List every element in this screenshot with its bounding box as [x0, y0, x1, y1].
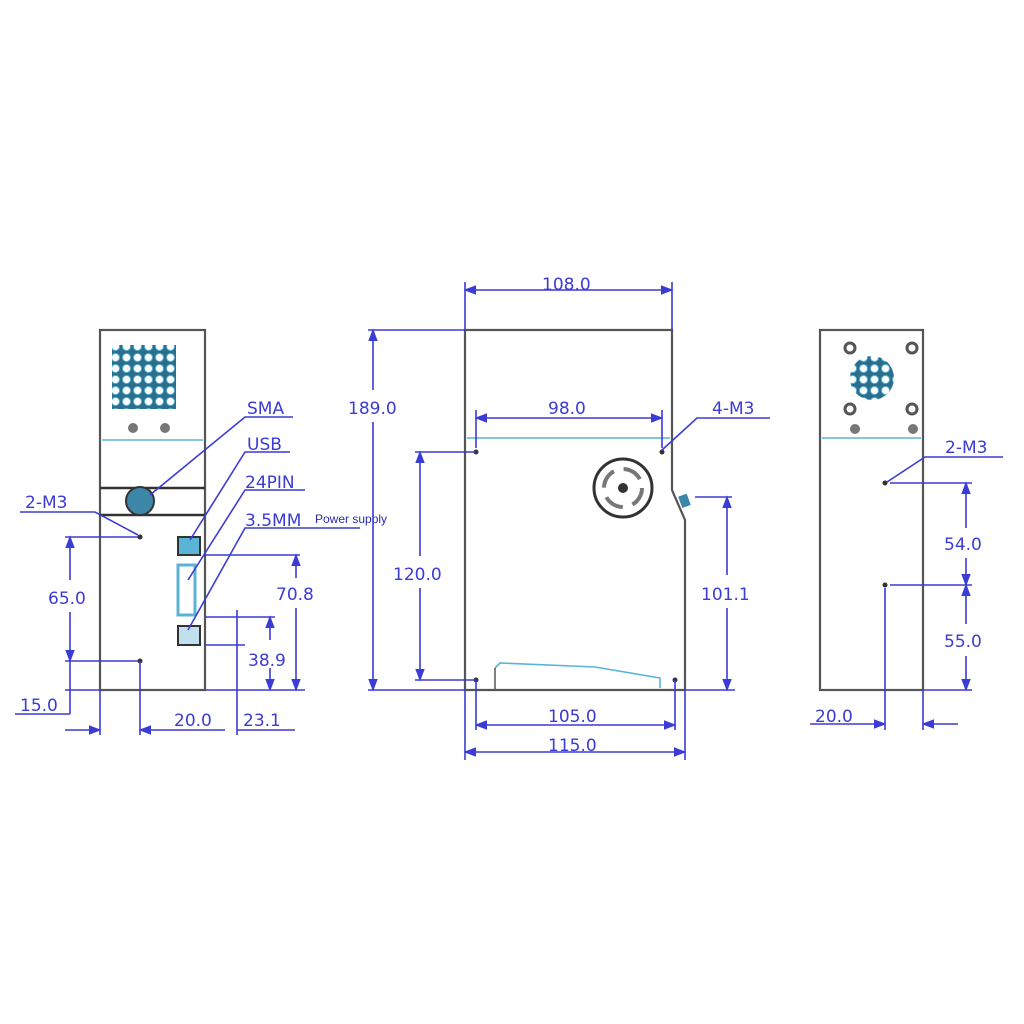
front-view: 108.0 189.0 98.0 4-M3 120.0 101.1 105.0 … [348, 275, 770, 760]
dim-23-1: 23.1 [243, 711, 281, 731]
dim-15: 15.0 [20, 696, 58, 716]
dim-105: 105.0 [548, 707, 597, 727]
vent-grille-icon [112, 345, 176, 409]
dim-101-1: 101.1 [701, 585, 750, 605]
24pin-label: 24PIN [245, 473, 295, 493]
screw-icon [160, 423, 170, 433]
power-supply-label: Power supply [315, 512, 387, 526]
usb-label: USB [247, 435, 282, 455]
dim-38-9: 38.9 [248, 651, 286, 671]
left-side-view: SMA USB 24PIN 3.5MM Power supply 2-M3 65… [15, 328, 387, 735]
dim-189: 189.0 [348, 399, 397, 419]
dim-70-8: 70.8 [276, 585, 314, 605]
dim-65: 65.0 [48, 589, 86, 609]
vent-grille-icon [850, 356, 894, 400]
dim-98: 98.0 [548, 399, 586, 419]
3-5mm-label: 3.5MM [245, 511, 301, 531]
24pin-connector-icon [176, 563, 197, 617]
power-jack-icon [177, 625, 201, 646]
dim-55: 55.0 [944, 632, 982, 652]
right-side-view: 2-M3 54.0 55.0 20.0 [810, 328, 1003, 730]
dim-20: 20.0 [174, 711, 212, 731]
right-dim-20: 20.0 [815, 707, 853, 727]
2-m3-label: 2-M3 [25, 493, 67, 513]
dim-108: 108.0 [542, 275, 591, 295]
connector-icon [678, 493, 691, 509]
sma-connector-icon [125, 486, 155, 516]
dim-120: 120.0 [393, 565, 442, 585]
m3-hole [137, 534, 143, 540]
usb-port-icon [177, 536, 201, 556]
dim-115: 115.0 [548, 736, 597, 756]
right-2-m3-label: 2-M3 [945, 438, 987, 458]
dim-54: 54.0 [944, 535, 982, 555]
4-m3-label: 4-M3 [712, 399, 754, 419]
screw-icon [128, 423, 138, 433]
front-enclosure-outline [463, 328, 687, 692]
sma-label: SMA [247, 399, 284, 419]
